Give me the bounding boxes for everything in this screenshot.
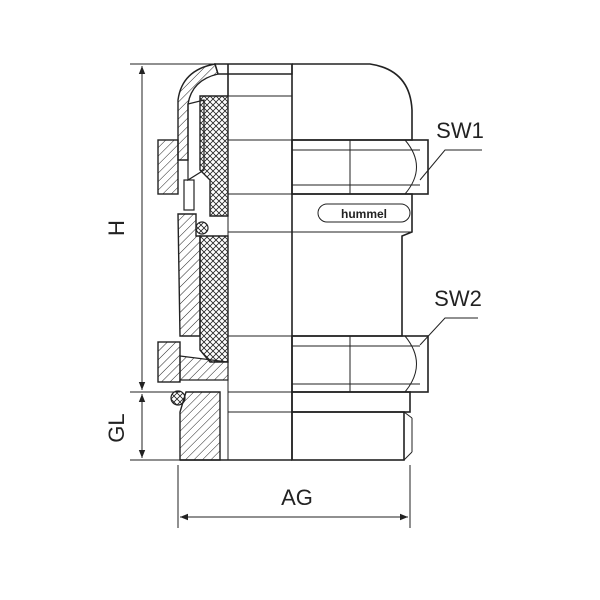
dimension-lines: H GL AG SW1 SW2 [104,63,484,528]
sw1-label: SW1 [436,118,484,143]
sw1-leader-line [419,149,482,181]
gl-label: GL [104,413,129,442]
external-view: hummel [291,63,429,461]
section-view [157,63,293,461]
ag-label: AG [281,485,313,510]
brand-logo: hummel [341,207,387,221]
sw2-leader-line [419,317,478,346]
sw2-label: SW2 [434,286,482,311]
h-label: H [104,220,129,236]
